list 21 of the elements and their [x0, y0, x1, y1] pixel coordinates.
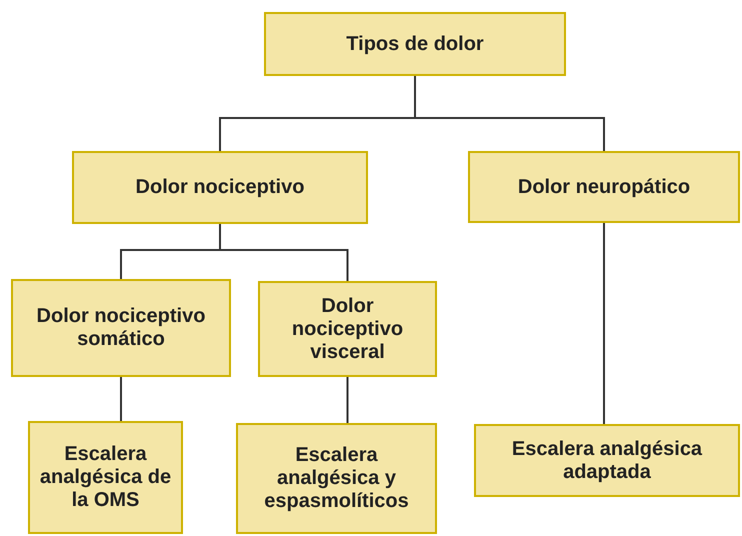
box-label: Tipos de dolor [345, 32, 485, 56]
box-label: Dolor nociceptivo visceral [290, 294, 404, 364]
concept-box [72, 151, 368, 224]
connector-line [120, 377, 122, 421]
concept-box [264, 12, 566, 76]
connector-line [219, 224, 348, 281]
connector-line [603, 223, 605, 424]
concept-box [258, 281, 437, 377]
concept-box [474, 424, 740, 497]
connector-line [346, 377, 348, 423]
box-label: Escalera analgésica de la OMS [38, 443, 172, 512]
concept-box [11, 279, 231, 377]
connector-line [414, 76, 605, 151]
box-label: Dolor nociceptivo [134, 176, 306, 199]
box-label: Escalera analgésica adaptada [510, 438, 704, 484]
concept-box [28, 421, 183, 534]
box-label: Dolor neuropático [516, 176, 692, 198]
box-label: Dolor nociceptivo somático [36, 305, 206, 351]
concept-box [236, 423, 437, 534]
box-label: Escalera analgésica y espasmolíticos [263, 444, 410, 513]
concept-box [468, 151, 740, 223]
